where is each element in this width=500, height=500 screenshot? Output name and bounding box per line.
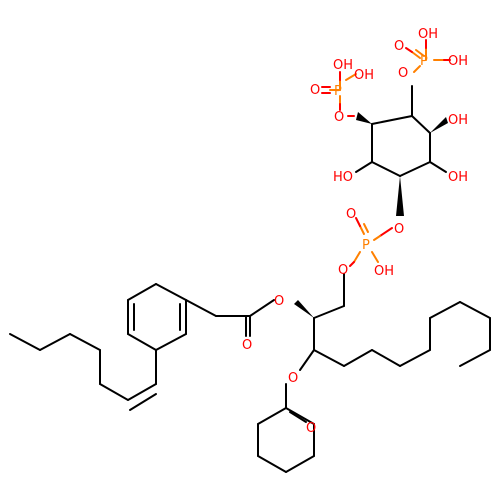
- p-label: P: [334, 84, 342, 99]
- ester-1: [185, 299, 275, 337]
- o-label: O: [394, 222, 404, 237]
- o-label: O: [334, 110, 344, 125]
- phosphate-group-2: [405, 39, 451, 73]
- heptenyl-chain: [9, 333, 157, 411]
- ho-label: HO: [333, 170, 353, 185]
- oh-label: OH: [418, 27, 438, 42]
- p-label: P: [420, 54, 428, 69]
- o-label: O: [288, 371, 298, 386]
- phosphate-group-3: [349, 217, 393, 267]
- wedge-bond: [294, 300, 314, 318]
- o-label: O: [274, 294, 284, 309]
- inositol-ring: [371, 115, 431, 177]
- o-label: O: [306, 421, 316, 436]
- atom-labels: OH OH O P O OH O P OH O OH OH HO O O P O…: [242, 27, 468, 436]
- oh-label: OH: [354, 68, 374, 83]
- p-label: P: [362, 238, 370, 253]
- phosphate-group-1: [321, 71, 357, 111]
- o-label: O: [338, 263, 348, 278]
- o-label: O: [346, 207, 356, 222]
- o-label: O: [394, 39, 404, 54]
- ester-2: [257, 349, 315, 473]
- oh-label: OH: [333, 58, 353, 73]
- ring-substituents: [347, 85, 448, 216]
- glycerol-backbone: [294, 273, 345, 351]
- wedge-bond: [396, 176, 404, 216]
- o-label: O: [398, 66, 408, 81]
- wedge-bond: [430, 117, 448, 133]
- oh-label: OH: [448, 54, 468, 69]
- decyl-chain: [313, 301, 491, 367]
- oh-label: OH: [448, 113, 468, 128]
- wedge-bond: [356, 112, 372, 124]
- o-label: O: [242, 338, 252, 353]
- o-label: O: [310, 83, 320, 98]
- oh-label: OH: [448, 170, 468, 185]
- oh-label: OH: [374, 264, 394, 279]
- cyclohexadiene-ring: [127, 283, 187, 351]
